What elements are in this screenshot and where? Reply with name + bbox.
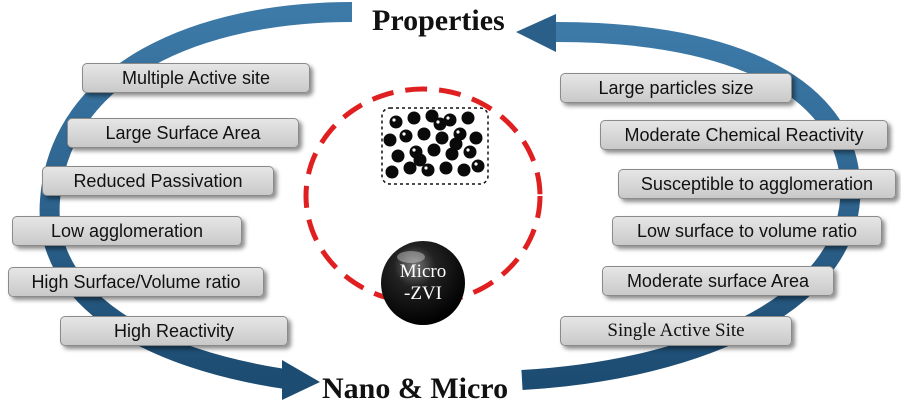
nanoparticle-dot bbox=[463, 145, 477, 159]
nanoparticle-box bbox=[381, 107, 489, 185]
nanoparticle-highlight bbox=[402, 132, 406, 136]
nanoparticle-dot bbox=[461, 111, 475, 125]
nanoparticle-dot bbox=[469, 131, 483, 145]
nanoparticle-dot bbox=[413, 153, 427, 167]
nanoparticle-highlight bbox=[412, 148, 416, 152]
nanoparticle-dot bbox=[435, 131, 449, 145]
nanoparticle-dot bbox=[445, 147, 459, 161]
micro-zvi-sphere bbox=[381, 241, 465, 325]
nanoparticle-dot bbox=[457, 163, 471, 177]
right-item-single-active-site: Single Active Site bbox=[560, 316, 792, 346]
nanoparticle-highlight bbox=[424, 166, 428, 170]
nanoparticle-dot bbox=[407, 111, 421, 125]
nanoparticle-cluster bbox=[383, 109, 485, 179]
right-item-susceptible-to-agglomeration: Susceptible to agglomeration bbox=[618, 169, 896, 199]
right-item-low-surface-to-volume-ratio: Low surface to volume ratio bbox=[612, 216, 882, 246]
nanoparticle-dot bbox=[443, 113, 457, 127]
right-item-moderate-chemical-reactivity: Moderate Chemical Reactivity bbox=[600, 120, 888, 150]
nanoparticle-dot bbox=[427, 143, 441, 157]
nanoparticle-highlight bbox=[436, 120, 440, 124]
right-item-moderate-surface-area: Moderate surface Area bbox=[602, 266, 834, 296]
nanoparticle-dot bbox=[433, 117, 447, 131]
nanoparticle-dot bbox=[383, 133, 397, 147]
title-properties: Properties bbox=[372, 4, 505, 37]
left-item-reduced-passivation: Reduced Passivation bbox=[42, 166, 274, 196]
left-item-high-surface-volume-ratio: High Surface/Volume ratio bbox=[8, 267, 264, 297]
nanoparticle-highlight bbox=[392, 118, 396, 122]
nanoparticle-highlight bbox=[446, 116, 450, 120]
nanoparticle-highlight bbox=[456, 130, 460, 134]
title-nano-micro: Nano & Micro bbox=[322, 372, 509, 405]
left-item-low-agglomeration: Low agglomeration bbox=[12, 216, 242, 246]
nanoparticle-dot bbox=[403, 161, 417, 175]
nanoparticle-highlight bbox=[466, 148, 470, 152]
left-arrowhead bbox=[282, 360, 320, 400]
right-item-large-particles-size: Large particles size bbox=[560, 73, 792, 103]
nanoparticle-dot bbox=[421, 163, 435, 177]
nanoparticle-dot bbox=[385, 165, 399, 179]
left-item-high-reactivity: High Reactivity bbox=[60, 316, 288, 346]
left-cycle-arrow bbox=[39, 2, 353, 390]
nanoparticle-dot bbox=[389, 115, 403, 129]
nanoparticle-dot bbox=[471, 159, 485, 173]
left-item-multiple-active-site: Multiple Active site bbox=[82, 63, 310, 93]
nanoparticle-dot bbox=[399, 129, 413, 143]
sphere-highlight bbox=[397, 251, 425, 263]
nanoparticle-highlight bbox=[474, 162, 478, 166]
nanoparticle-dot bbox=[425, 109, 439, 123]
nanoparticle-dot bbox=[391, 149, 405, 163]
right-arrowhead bbox=[516, 14, 556, 52]
left-item-large-surface-area: Large Surface Area bbox=[67, 118, 299, 148]
nanoparticle-dot bbox=[453, 127, 467, 141]
nanoparticle-dot bbox=[449, 137, 463, 151]
nanoparticle-dot bbox=[439, 161, 453, 175]
nanoparticle-dot bbox=[417, 127, 431, 141]
